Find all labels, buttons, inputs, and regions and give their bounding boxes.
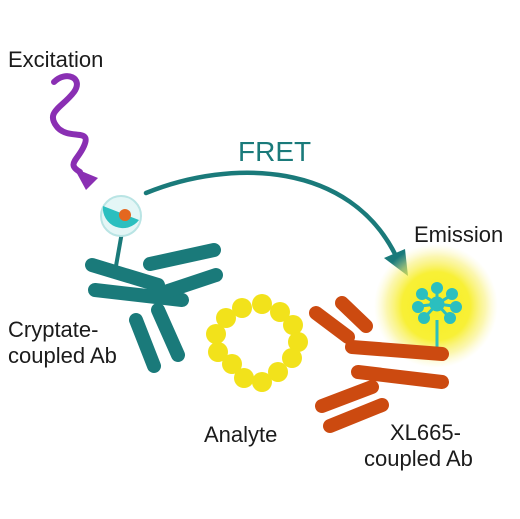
xl665-label-line1: XL665- [390,420,461,445]
emission-label: Emission [414,222,504,247]
excitation-wave [49,73,98,190]
fret-label: FRET [238,136,312,167]
excitation-label: Excitation [8,47,104,72]
cryptate-label-line2: coupled Ab [8,343,117,368]
xl665-antibody-label: XL665- coupled Ab [364,420,473,472]
xl665-acceptor [412,282,462,350]
cryptate-label-line1: Cryptate- [8,317,99,342]
analyte-beads [206,294,308,392]
cryptate-antibody [85,243,223,373]
cryptate-antibody-label: Cryptate- coupled Ab [8,317,117,369]
cryptate-donor [100,195,142,267]
xl665-label-line2: coupled Ab [364,446,473,471]
analyte-label: Analyte [204,422,278,447]
xl665-antibody [309,296,449,433]
